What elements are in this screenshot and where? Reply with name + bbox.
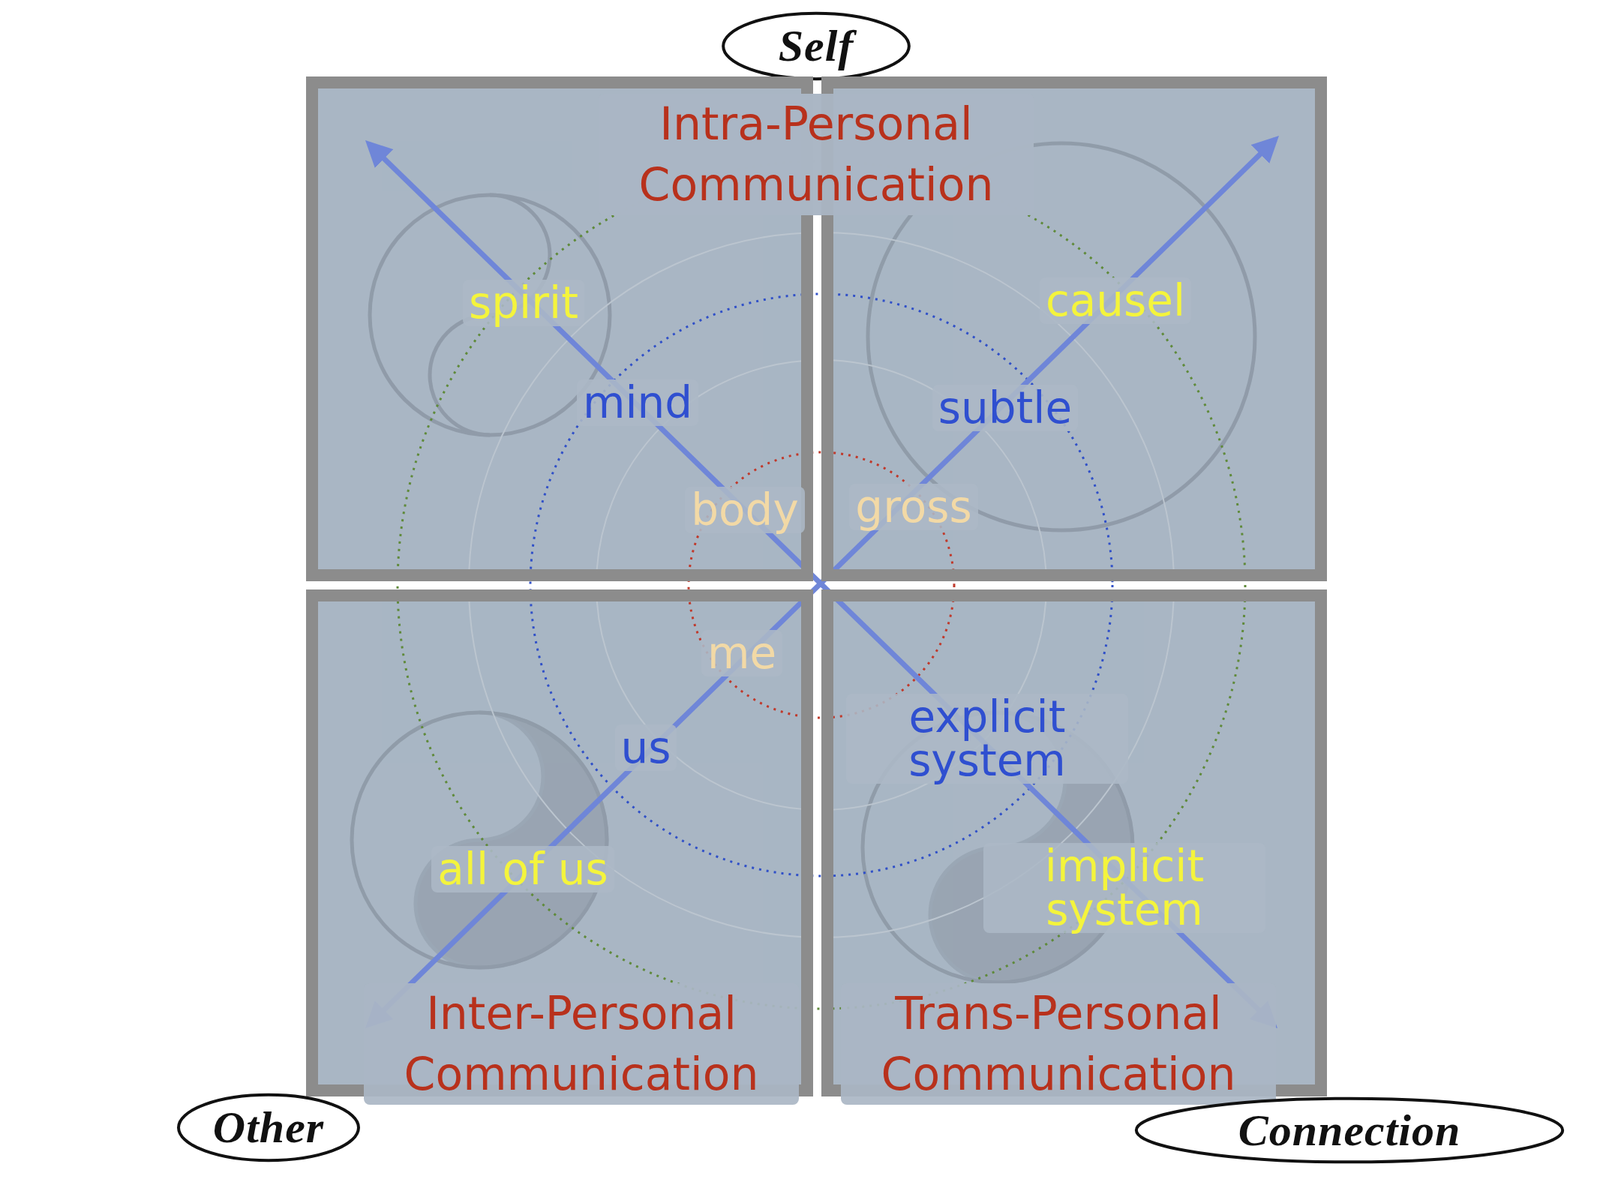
quadrant-title: Intra-Personal Communication [598, 93, 1034, 216]
level-word: causel [1039, 277, 1192, 325]
level-word: implicit system [983, 843, 1266, 934]
level-word: explicit system [846, 693, 1129, 784]
quadrant-title: Trans-Personal Communication [840, 983, 1276, 1105]
label-oval: Connection [1127, 1095, 1572, 1165]
level-word: all of us [431, 846, 615, 893]
level-word: us [615, 724, 678, 772]
oval-label: Other [213, 1101, 325, 1154]
level-word: mind [576, 379, 699, 427]
label-oval: Other [174, 1092, 363, 1164]
level-word: spirit [462, 279, 585, 327]
label-oval: Self [719, 10, 913, 82]
oval-label: Connection [1238, 1104, 1462, 1157]
panel-grounds [306, 76, 1327, 1097]
level-word: body [684, 486, 805, 534]
level-word: me [701, 630, 783, 677]
level-word: gross [849, 483, 978, 531]
level-word: subtle [932, 384, 1078, 432]
quadrant-title: Inter-Personal Communication [363, 983, 799, 1105]
oval-label: Self [778, 20, 855, 73]
